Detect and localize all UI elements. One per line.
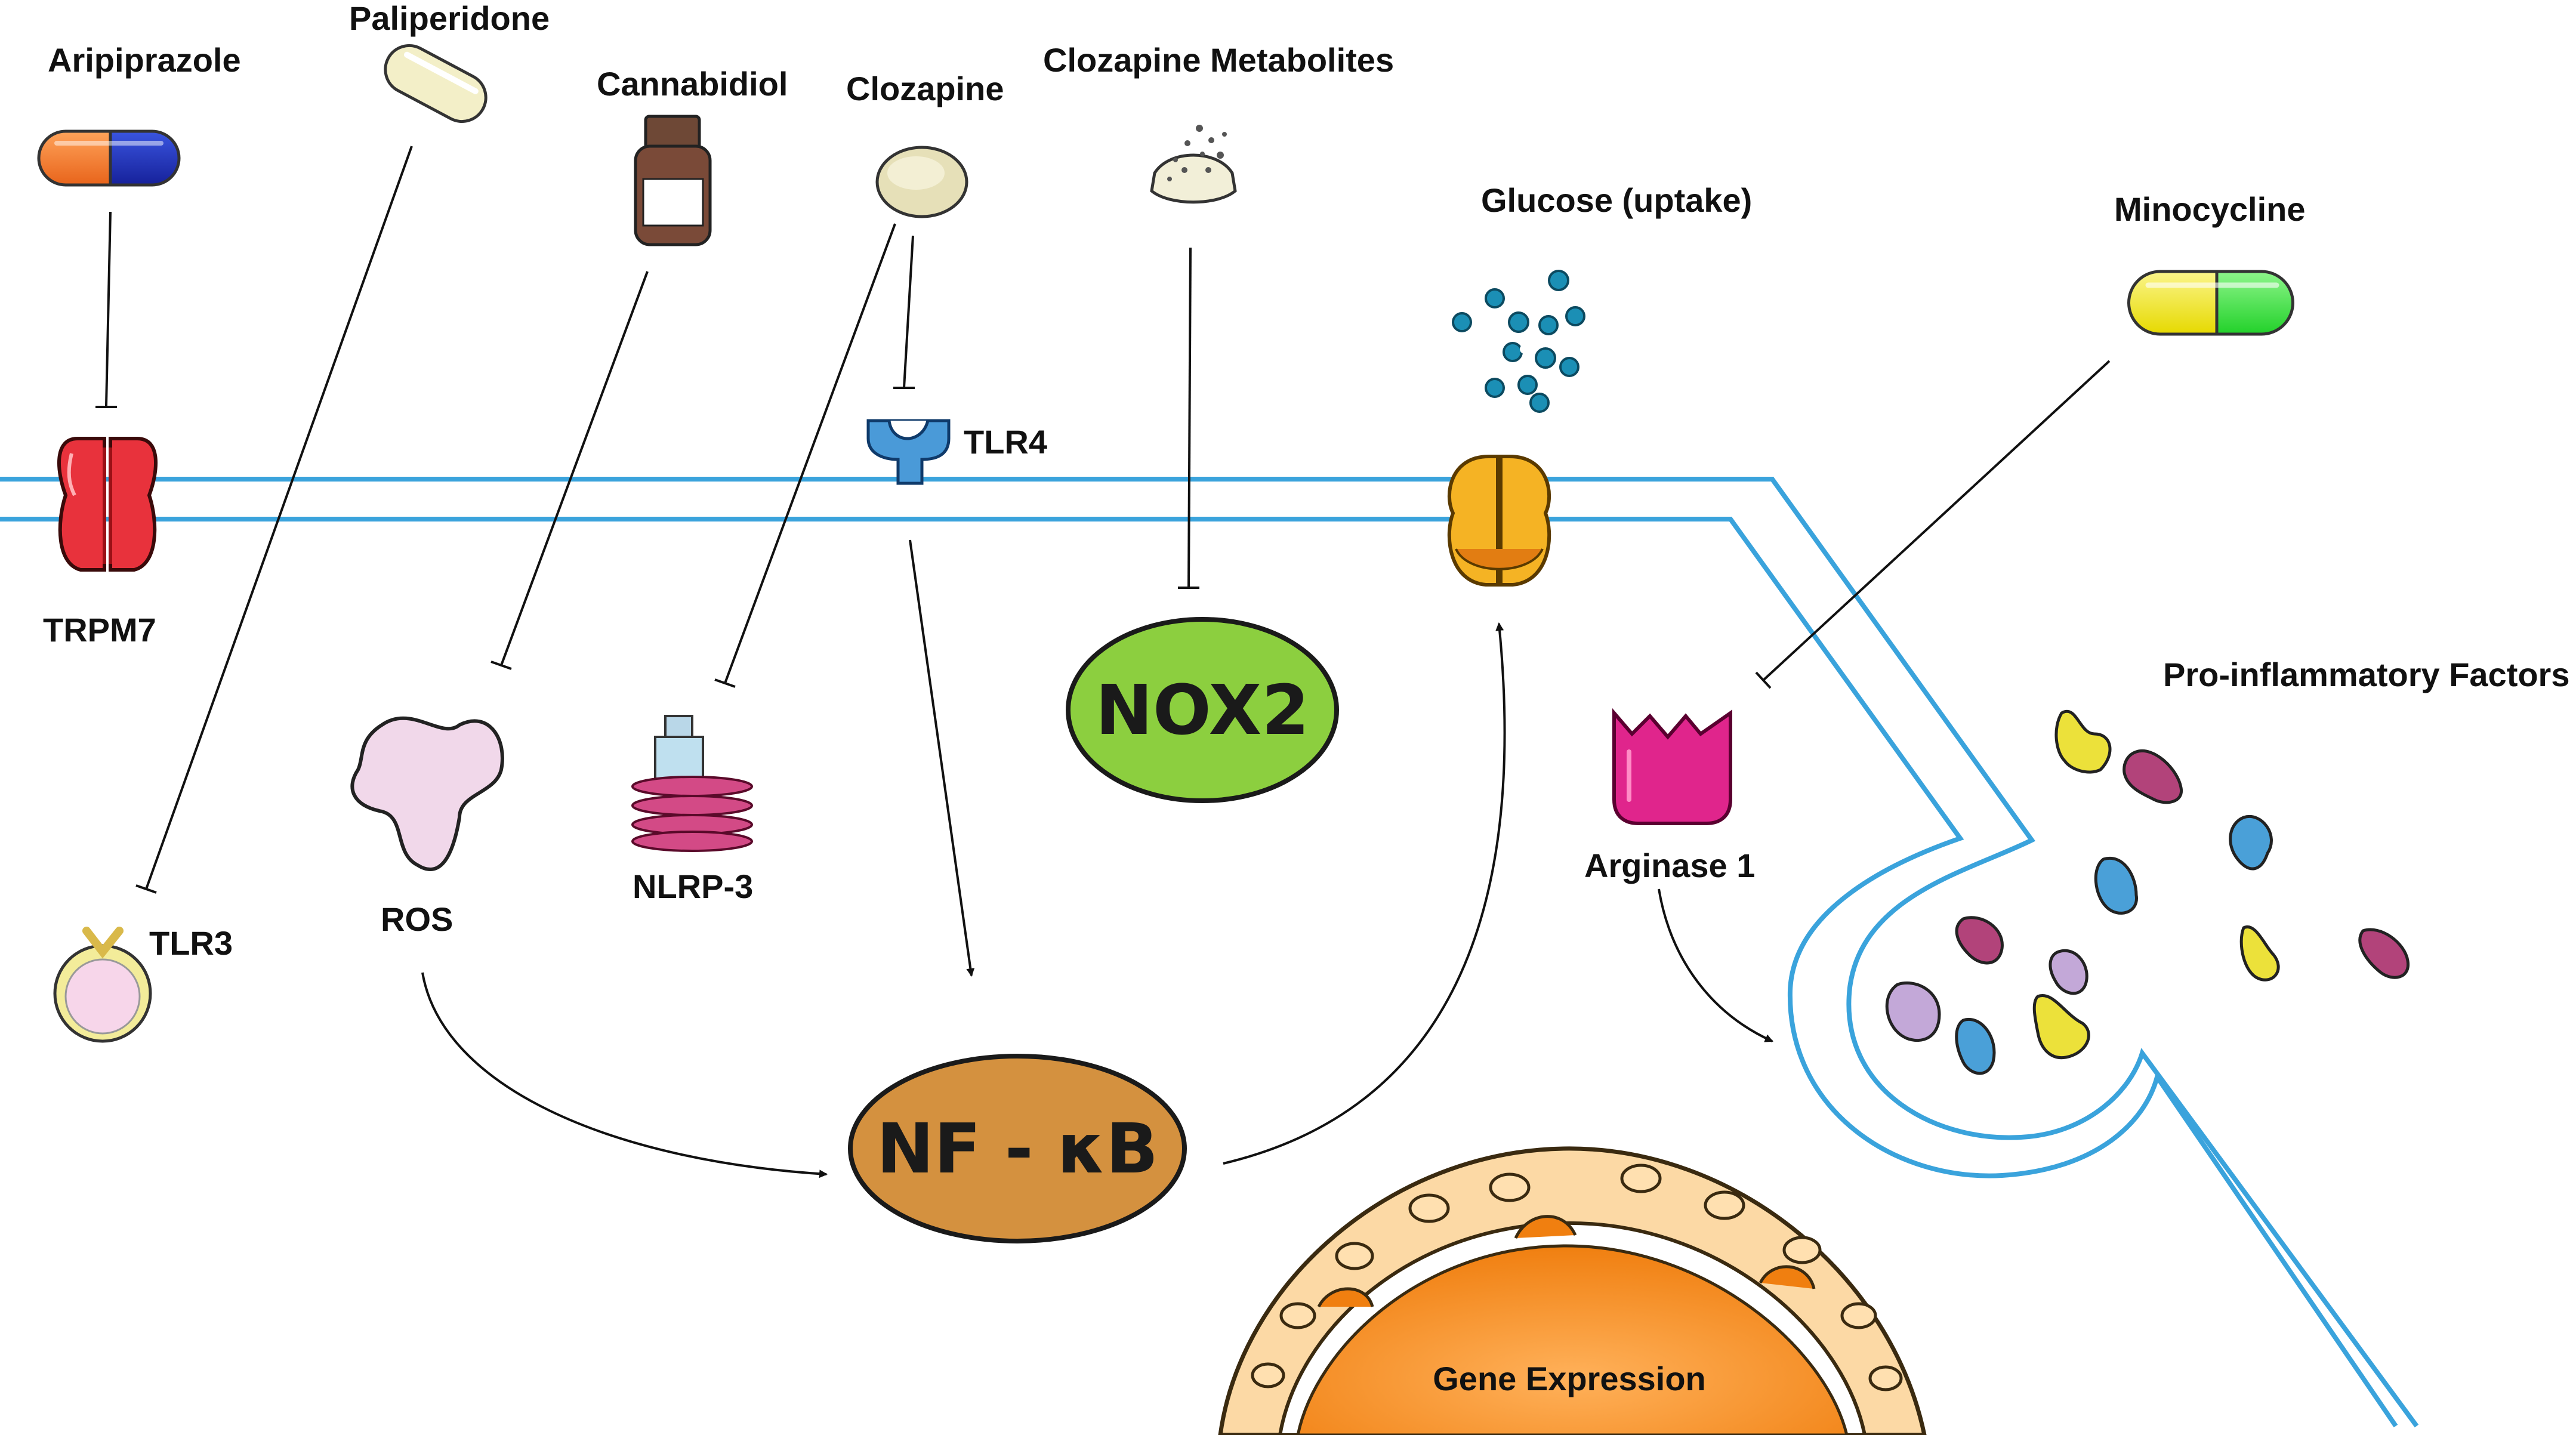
nox2-node: NOX2: [1066, 617, 1339, 803]
label-nlrp3: NLRP-3: [633, 868, 753, 905]
nucleus: [1218, 1146, 1927, 1435]
label-tlr3: TLR3: [149, 924, 233, 962]
trpm7-channel-icon: [57, 437, 158, 572]
label-aripiprazole: Aripiprazole: [48, 41, 241, 79]
label-clozapine-metabolites: Clozapine Metabolites: [1043, 41, 1394, 79]
clozapine-metabolites-icon: [1150, 125, 1237, 204]
diagram-labels: Aripiprazole Paliperidone Cannabidiol Cl…: [43, 0, 2570, 1397]
aripiprazole-capsule-icon: [37, 129, 181, 187]
label-glucose: Glucose (uptake): [1481, 181, 1752, 219]
label-trpm7: TRPM7: [43, 611, 156, 649]
label-ros: ROS: [381, 900, 453, 938]
arginase1-enzyme-icon: [1612, 708, 1732, 825]
tlr3-endosome-icon: [53, 927, 152, 1043]
label-pro-inflammatory: Pro-inflammatory Factors: [2163, 656, 2570, 693]
label-cannabidiol: Cannabidiol: [597, 65, 788, 103]
nfkb-node: NF - κB: [848, 1054, 1187, 1243]
label-gene-expression: Gene Expression: [1433, 1360, 1706, 1397]
nfkb-label: NF - κB: [877, 1109, 1158, 1189]
label-minocycline: Minocycline: [2114, 190, 2306, 228]
label-paliperidone: Paliperidone: [349, 0, 550, 37]
nlrp3-inflammasome-icon: [631, 715, 753, 852]
label-clozapine: Clozapine: [846, 70, 1004, 107]
tlr4-receptor-icon: [866, 419, 951, 485]
nox2-label: NOX2: [1096, 671, 1310, 751]
glucose-molecules-icon: [1452, 270, 1585, 413]
clozapine-tablet-icon: [875, 146, 968, 218]
cannabidiol-bottle-icon: [634, 115, 712, 246]
label-tlr4: TLR4: [964, 423, 1047, 461]
minocycline-capsule-icon: [2127, 270, 2294, 336]
glucose-channel-icon: [1447, 455, 1551, 587]
ros-molecule-icon: [350, 716, 504, 871]
cell-membrane: [0, 477, 2419, 1428]
paliperidone-pill-icon: [384, 44, 488, 123]
pathway-arrows: [95, 146, 2111, 1178]
pro-inflammatory-factor-icons: [1885, 709, 2410, 1075]
label-arginase1: Arginase 1: [1584, 847, 1755, 884]
